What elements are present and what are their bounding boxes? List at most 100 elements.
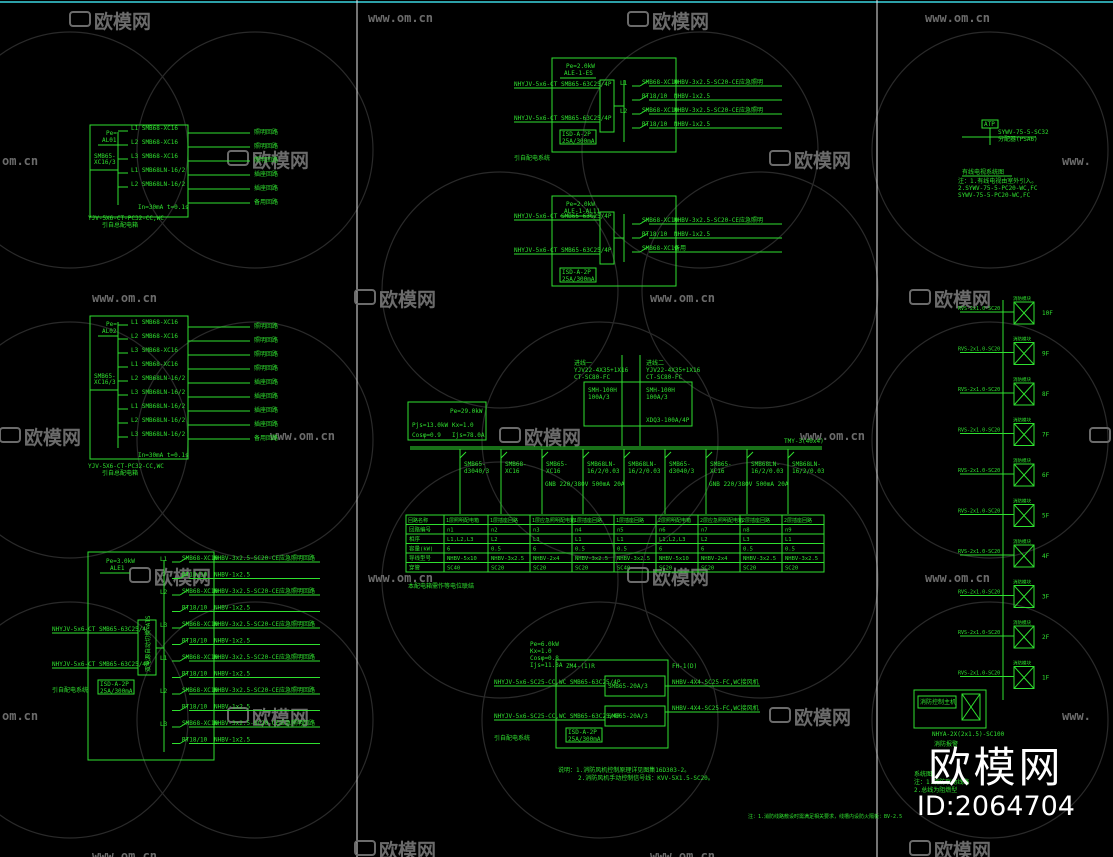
branch-rcd: GNB 220/380V 500mA 20A: [709, 481, 789, 488]
watermark-url-partial: www.: [1062, 709, 1091, 723]
table-cell: n3: [533, 528, 540, 534]
watermark-logo-icon: [909, 289, 931, 305]
riser-cable: NHYA-2X(2x1.5)-SC100: [932, 731, 1005, 738]
calc-line: Cosφ=0.8: [530, 655, 559, 662]
watermark-logo-icon: [69, 11, 91, 27]
circuit-breaker: L1 SMB68LN-16/2: [131, 403, 186, 410]
table-cell: SC40: [617, 566, 630, 572]
watermark-logo-icon: [129, 567, 151, 583]
branch-breaker: SMB68LN-: [792, 461, 821, 468]
row-cable: NHBV-1x2.5: [214, 704, 251, 711]
branch-rating: d3040/3: [669, 468, 695, 475]
leakage-name: ISD-A-2P: [100, 681, 129, 688]
panel-code: ALE1: [110, 565, 125, 572]
watermark-url: www.om.cn: [92, 849, 157, 857]
leakage-setting: In=30mA t=0.1s: [138, 204, 189, 211]
row-breaker: RT18/10: [642, 121, 668, 128]
floor-module-label: 消防模块: [1013, 579, 1031, 586]
row-breaker: RT18/10: [182, 704, 208, 711]
watermark-circle: [641, 171, 879, 409]
circuit-load: 照明回路: [254, 128, 278, 136]
table-cell: NHBV-3x2.5: [743, 556, 776, 562]
panel-header: Pe=: [106, 130, 117, 137]
feeder-2: NHYJV-5x6-CT SMB65-63C25/4P: [52, 661, 150, 668]
calc-ijs: Ijs=78.0A: [452, 432, 485, 439]
feeder-1: NHYJV-5x6-CT SMB65-63C25/4P: [52, 626, 150, 633]
floor-module-label: 消防模块: [1013, 376, 1031, 383]
watermark-url-partial: om.cn: [2, 154, 38, 168]
row-cable: 备用: [674, 244, 686, 252]
table-cell: 0.5: [575, 547, 585, 553]
tv-feeder: SYWV-75-5-PC20-WC,FC: [958, 192, 1031, 199]
footnote: 注：1.消防线路敷设时需满足相关要求，线槽内设防火隔板：BV-2.5: [748, 813, 902, 820]
watermark-circle: [136, 31, 374, 269]
row-cable: NHBV-1x2.5: [214, 638, 251, 645]
tv-note-2: 2.SYWV-75-5-PC20-WC,FC: [958, 185, 1038, 192]
main-box: 消防控制主机: [920, 698, 956, 706]
incoming-2-cable: YJV22-4X35+1X16: [646, 367, 701, 374]
watermark-brand: 欧模网: [524, 426, 581, 449]
floor-cable: RVS-2x1.0-SC20: [958, 509, 1000, 515]
circuit-breaker: L2 SMB68-XC16: [131, 139, 178, 146]
floor-label: 2F: [1042, 634, 1050, 641]
circuit-load: 照明回路: [254, 364, 278, 372]
watermark-circle: [641, 461, 879, 699]
floor-module: [1013, 423, 1035, 446]
table-cell: SC20: [533, 566, 546, 572]
floor-cable: RVS-2x1.0-SC20: [958, 387, 1000, 393]
watermark-logo-icon: [0, 427, 21, 443]
table-cell: 0.5: [617, 547, 627, 553]
panel-header: Pe=: [106, 321, 117, 328]
circuit-load: 插座回路: [254, 420, 278, 428]
watermark-brand: 欧模网: [379, 288, 436, 311]
row-breaker: RT18/10: [642, 93, 668, 100]
distribution-panel-al01: Pe= AL01 SMB65- XC16/3 L1 SMB68-XC16照明回路…: [88, 124, 278, 229]
emergency-panel-ale1: Pe=3.0kW ALE1 双电源自动切换 ATS NHYJV-5x6-CT S…: [52, 551, 320, 761]
branch-breaker: SMB65-: [464, 461, 486, 468]
phase-label: L1: [620, 80, 628, 87]
legend-note-2: 2.总线为阻燃型: [914, 786, 957, 794]
incoming-1-conduit: CT-SC80-FC: [574, 374, 611, 381]
circuit-breaker: L2 SMB68LN-16/2: [131, 375, 186, 382]
table-note: 本配电箱需作等电位联结: [408, 582, 474, 590]
floor-module-label: 消防模块: [1013, 538, 1031, 545]
watermark-logo-icon: [499, 427, 521, 443]
tv-and-fire-alarm-system: ATP SYWV-75-5-SC32 分配器(PSA6) 有线电视系统图 注：1…: [913, 119, 1053, 794]
floor-module: [1013, 342, 1035, 365]
watermark-logo-icon: [769, 707, 791, 723]
panel-code: ALE-1-AL11: [564, 208, 601, 215]
row-cable: NHBV-1x2.5: [674, 231, 711, 238]
floor-module: [1013, 585, 1035, 608]
brand-name: 欧模网: [928, 743, 1064, 792]
table-cell: NHBV-2x4: [701, 556, 728, 562]
floor-module-label: 消防模块: [1013, 457, 1031, 464]
table-cell: SC40: [447, 566, 460, 572]
row-cable: NHBV-1x2.5: [214, 737, 251, 744]
watermark-brand: 欧模网: [94, 10, 151, 33]
emergency-panel-ale-1-es: Pe=2.0kW ALE-1-ES NHYJV-5x6-CT SMB65-63C…: [514, 57, 782, 162]
circuit-breaker: L3 SMB68LN-16/2: [131, 431, 186, 438]
source-note: 引自配电系统: [514, 154, 550, 162]
calc-pe: Pe=29.0kW: [450, 408, 483, 415]
branch-rating: 16/2/0.03: [628, 468, 661, 475]
calc-line: Kx=1.0: [530, 648, 552, 655]
note-2: 2.消防风机手动控制信号线：KVV-5X1.5-SC20。: [578, 774, 714, 782]
row-breaker: RT18/10: [182, 737, 208, 744]
branch-breaker: SMB65-: [669, 461, 691, 468]
feeder-cable: YJV-5X6-CT-PC32-CC,WC: [88, 215, 164, 222]
circuit-breaker: L2 SMB68LN-16/2: [131, 181, 186, 188]
feeder-note: 引自总配电箱: [102, 221, 138, 229]
legend-title: 系统图: [914, 770, 932, 778]
watermark-logo-icon: [227, 150, 249, 166]
table-header-cell: 回路名称: [408, 517, 428, 524]
watermark-url: www.om.cn: [800, 429, 865, 443]
branch-rating: 16/2/0.03: [792, 468, 825, 475]
branch-breaker: SMB68LN-: [628, 461, 657, 468]
circuit-breaker: L2 SMB68-XC16: [131, 333, 178, 340]
incoming-2: 进线二: [646, 359, 664, 367]
circuit-load: 插座回路: [254, 378, 278, 386]
table-cell: n6: [659, 528, 666, 534]
row-cable: NHBV-3x2.5-SC20-CE应急照明回路: [214, 620, 315, 628]
watermark-logo-icon: [627, 11, 649, 27]
incoming-1-cable: YJV22-4X35+1X16: [574, 367, 629, 374]
